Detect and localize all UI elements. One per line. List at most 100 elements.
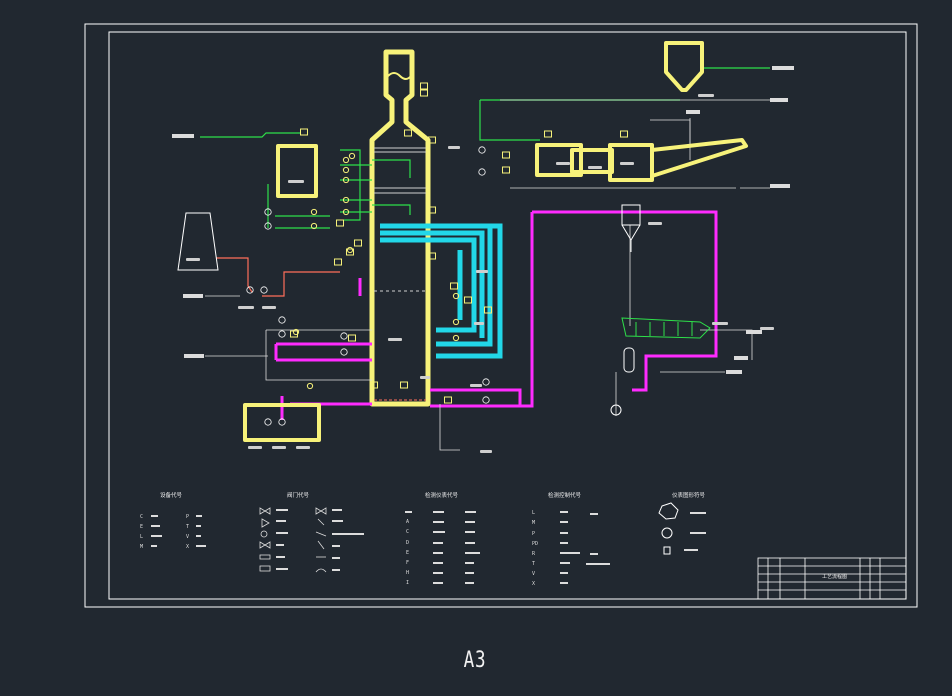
feed-hopper — [570, 148, 614, 174]
code: P — [186, 514, 189, 520]
instrument-tag — [484, 306, 492, 314]
equipment-tag — [186, 258, 200, 261]
pump-icon — [278, 316, 286, 324]
equipment-tag — [420, 376, 430, 379]
letter: D — [406, 540, 409, 546]
instrument-group — [290, 82, 628, 404]
pump-icon — [482, 396, 490, 404]
control-letters: L M P PD R T V X — [532, 510, 610, 587]
inner-frame — [108, 31, 907, 600]
pump-icon — [478, 168, 486, 176]
pipe-terminal — [772, 66, 794, 70]
pump-icon — [278, 330, 286, 338]
code: T — [186, 524, 189, 530]
legend-header-symbols: 仪表图形符号 — [672, 491, 706, 499]
instrument-letters: A C D E F H I — [405, 511, 480, 586]
equipment-tag — [556, 162, 570, 165]
indicator-icon — [310, 222, 318, 230]
equipment-tag — [296, 446, 310, 449]
letter: PD — [532, 541, 538, 547]
pump-icon — [246, 286, 254, 294]
instrument-tag — [420, 89, 428, 97]
equipment-tag — [620, 162, 634, 165]
letter: R — [532, 551, 536, 557]
lime-silo — [664, 41, 704, 92]
instrument-tag — [370, 381, 378, 389]
letter: L — [532, 510, 535, 516]
instrument-tag — [336, 219, 344, 227]
equipment-tag — [262, 306, 276, 309]
pump-icon — [264, 418, 272, 426]
receiver-vessel — [610, 347, 635, 416]
equipment-tag — [476, 270, 488, 273]
code: X — [186, 544, 189, 550]
instrument-tag — [354, 239, 362, 247]
slurry-tank-1 — [535, 143, 583, 177]
pipe-terminal — [770, 98, 788, 102]
equipment-tag — [470, 384, 482, 387]
title-block — [757, 557, 907, 600]
equipment-tag — [712, 322, 728, 325]
instrument-tag — [620, 130, 628, 138]
pipe-terminal — [734, 356, 748, 360]
indicator-icon — [342, 176, 350, 184]
letter: F — [406, 560, 409, 566]
pipe-terminal — [686, 110, 700, 114]
equipment-tag — [474, 322, 484, 325]
cyclone-separator — [621, 204, 641, 252]
instrument-tag — [428, 252, 436, 260]
equipment-tag — [760, 327, 774, 330]
pump-icon — [278, 418, 286, 426]
instrument-tag — [346, 248, 354, 256]
instrument-symbols — [658, 502, 706, 555]
indicator-icon — [342, 156, 350, 164]
outer-frame — [84, 23, 918, 608]
pump-icon — [264, 208, 272, 216]
process-lines — [274, 210, 718, 420]
instrument-tag — [334, 258, 342, 266]
pump-icon — [340, 348, 348, 356]
equipment-tag — [272, 446, 286, 449]
instrument-tag — [428, 206, 436, 214]
legend-header-equipment: 设备代号 — [160, 491, 183, 499]
equipment-codes: C P E T L V M X — [140, 514, 206, 550]
indicator-icon — [342, 166, 350, 174]
pipe-terminal — [726, 370, 742, 374]
equipment-tag — [238, 306, 254, 309]
absorbent-tank — [276, 144, 318, 198]
water-circulation-lines — [380, 223, 503, 359]
equipment-tag — [248, 446, 262, 449]
pipe-terminal — [172, 134, 194, 138]
line-terminals — [172, 66, 794, 374]
instrument-tag — [420, 82, 428, 90]
instrument-tag — [348, 334, 356, 342]
letter: H — [406, 570, 409, 576]
instrument-tag — [404, 129, 412, 137]
pipe-terminal — [746, 330, 762, 334]
indicator-icon — [342, 196, 350, 204]
instrument-tag — [450, 282, 458, 290]
letter: V — [532, 571, 535, 577]
chimney — [177, 212, 219, 271]
dryer-unit — [621, 317, 711, 339]
pump-icon — [260, 286, 268, 294]
equipment-tag — [698, 94, 714, 97]
equipment-tag — [448, 146, 460, 149]
indicator-icon — [348, 152, 356, 160]
letter: P — [532, 531, 535, 537]
code: C — [140, 514, 143, 520]
instrument-tag — [300, 128, 308, 136]
tower-top-wave — [387, 72, 412, 80]
belt-conveyor — [650, 138, 748, 178]
legend-header-valves: 阀门代号 — [287, 491, 310, 499]
letter: I — [406, 580, 409, 586]
code: L — [140, 534, 143, 540]
legend-area: 设备代号 阀门代号 检测仪表代号 检测控制代号 仪表图形符号 C P E T L… — [140, 491, 706, 587]
letter: X — [532, 581, 535, 587]
letter: T — [532, 561, 535, 567]
instrument-tag — [502, 151, 510, 159]
indicator-icon — [310, 208, 318, 216]
flue-lines — [216, 257, 340, 297]
tower-packing-layers — [374, 147, 426, 401]
